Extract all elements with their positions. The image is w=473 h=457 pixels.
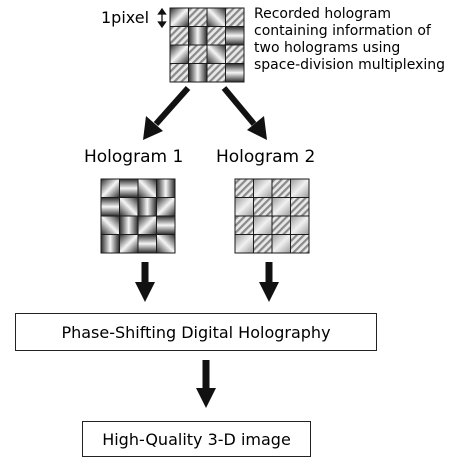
multiplexed-cell — [169, 63, 189, 83]
hologram-1-cell — [119, 178, 139, 198]
multiplexed-cell — [169, 26, 189, 46]
multiplexed-cell — [188, 7, 208, 27]
hologram-2-cell — [234, 178, 254, 198]
hologram-2-cell — [253, 234, 273, 254]
multiplexed-hologram-grid — [169, 7, 245, 83]
hologram-2-grid — [234, 178, 310, 254]
description-line: Recorded hologram — [254, 6, 392, 22]
arrow-to-hologram-1 — [143, 86, 191, 140]
hologram-1-cell — [156, 178, 176, 198]
hologram-2-cell — [290, 197, 310, 217]
hologram-1-label: Hologram 1 — [84, 147, 184, 167]
multiplexed-cell — [225, 7, 245, 27]
multiplexed-cell — [169, 7, 189, 27]
hologram-2-cell — [234, 197, 254, 217]
process-box: Phase-Shifting Digital Holography — [15, 313, 377, 351]
description-line: two holograms using — [254, 40, 401, 56]
multiplexed-cell — [188, 44, 208, 64]
hologram-1-cell — [119, 215, 139, 235]
hologram-2-cell — [271, 234, 291, 254]
hologram-1-cell — [100, 234, 120, 254]
multiplexed-cell — [206, 63, 226, 83]
hologram-2-label: Hologram 2 — [216, 147, 316, 167]
hologram-1-cell — [119, 197, 139, 217]
process-label: Phase-Shifting Digital Holography — [61, 322, 331, 342]
hologram-2-cell — [290, 178, 310, 198]
arrow-to-hologram-2 — [221, 86, 267, 140]
multiplexed-cell — [206, 44, 226, 64]
hologram-2-cell — [271, 215, 291, 235]
hologram-2-cell — [253, 215, 273, 235]
hologram-1-cell — [156, 197, 176, 217]
hologram-2-cell — [253, 178, 273, 198]
multiplexed-cell — [169, 44, 189, 64]
result-box: High-Quality 3-D image — [82, 421, 311, 457]
hologram-1-cell — [156, 215, 176, 235]
hologram-2-cell — [271, 197, 291, 217]
description-line: space-division multiplexing — [254, 57, 446, 73]
recorded-hologram-description: Recorded hologram containing information… — [254, 6, 445, 74]
multiplexed-cell — [188, 63, 208, 83]
multiplexed-cell — [225, 63, 245, 83]
description-line: containing information of — [254, 23, 431, 39]
multiplexed-cell — [225, 44, 245, 64]
multiplexed-cell — [206, 7, 226, 27]
hologram-1-cell — [137, 234, 157, 254]
hologram-1-grid — [100, 178, 176, 254]
result-label: High-Quality 3-D image — [102, 429, 291, 449]
hologram-1-cell — [100, 215, 120, 235]
arrow-hologram-1-down — [135, 262, 155, 302]
pixel-label: 1pixel — [101, 8, 150, 27]
arrow-to-result — [196, 360, 216, 408]
hologram-2-cell — [290, 215, 310, 235]
hologram-1-cell — [137, 215, 157, 235]
hologram-2-cell — [253, 197, 273, 217]
hologram-1-cell — [100, 178, 120, 198]
hologram-2-cell — [234, 215, 254, 235]
multiplexed-cell — [188, 26, 208, 46]
hologram-1-cell — [156, 234, 176, 254]
hologram-1-cell — [137, 178, 157, 198]
hologram-2-cell — [271, 178, 291, 198]
hologram-2-cell — [234, 234, 254, 254]
hologram-1-cell — [137, 197, 157, 217]
multiplexed-cell — [206, 26, 226, 46]
hologram-1-cell — [100, 197, 120, 217]
arrow-hologram-2-down — [259, 262, 279, 302]
hologram-2-cell — [290, 234, 310, 254]
pixel-size-indicator — [157, 7, 167, 29]
multiplexed-cell — [225, 26, 245, 46]
hologram-1-cell — [119, 234, 139, 254]
